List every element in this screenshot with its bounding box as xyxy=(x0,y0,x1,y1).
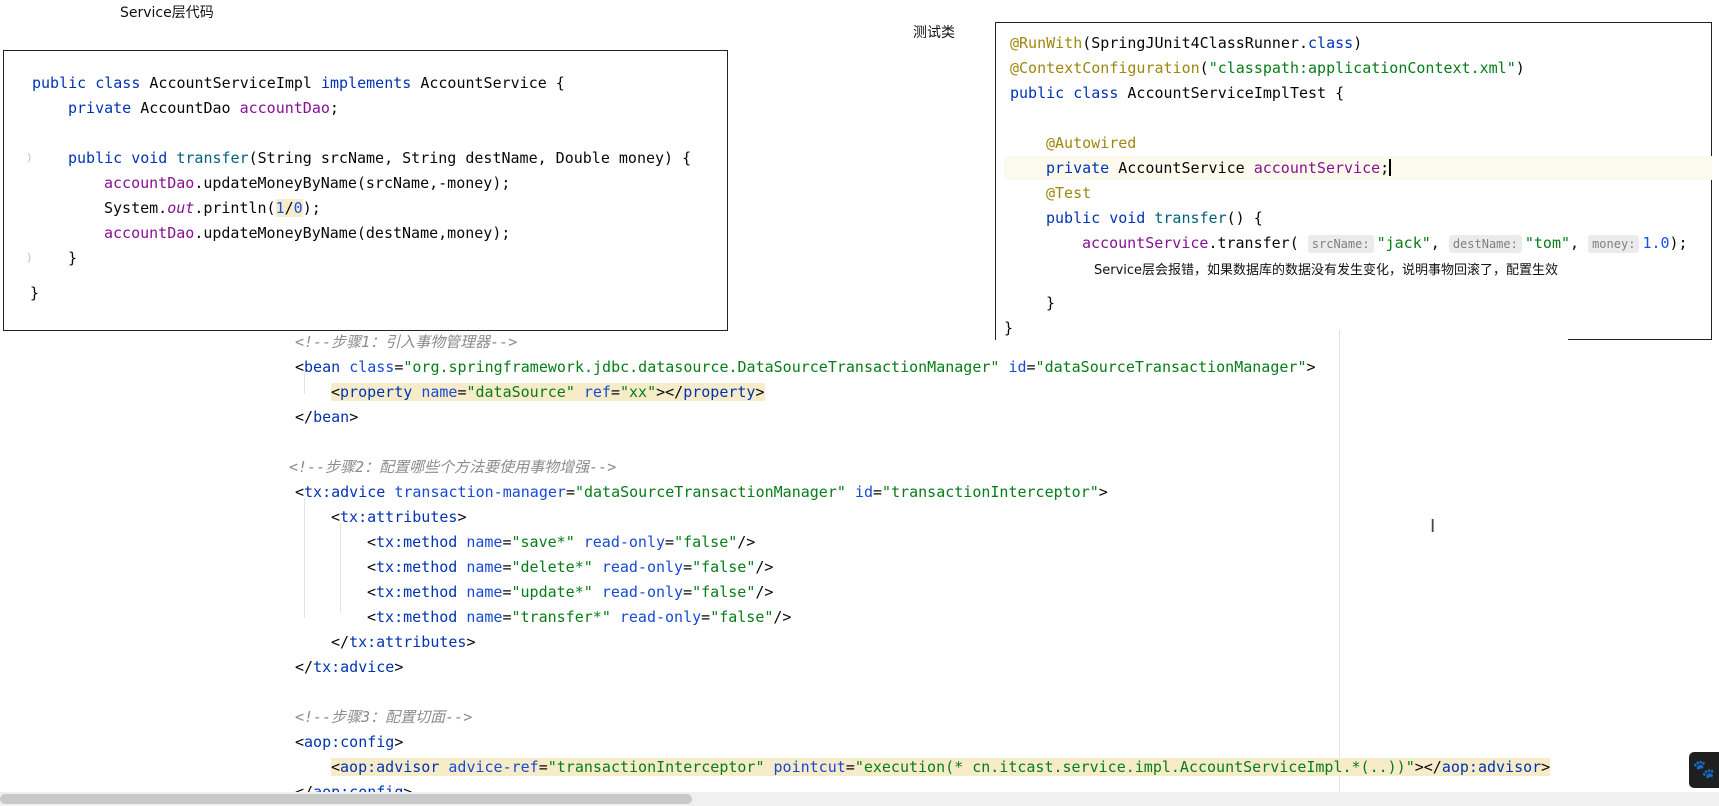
param-hint-destname: destName: xyxy=(1448,235,1522,253)
code-line: @Autowired xyxy=(1046,134,1137,152)
indent-guide xyxy=(304,372,305,394)
test-panel-bottom-border xyxy=(1568,339,1712,340)
code-line: public class AccountServiceImplTest { xyxy=(1010,84,1345,102)
xml-config-panel: <!--步骤1：引入事物管理器--> <bean class="org.spri… xyxy=(285,330,1575,801)
test-panel-bottom-border xyxy=(995,330,996,340)
code-line: @ContextConfiguration("classpath:applica… xyxy=(1010,59,1525,77)
cursor-ibeam-icon: I xyxy=(1430,516,1436,537)
fold-marker-icon[interactable]: ⟩ xyxy=(26,251,33,264)
text-caret xyxy=(1389,159,1391,176)
xml-method-delete: <tx:method name="delete*" read-only="fal… xyxy=(367,558,774,576)
code-line: accountDao.updateMoneyByName(destName,mo… xyxy=(104,224,511,242)
test-note: Service层会报错，如果数据库的数据没有发生变化，说明事物回滚了，配置生效 xyxy=(1094,263,1559,278)
fold-marker-icon[interactable]: ⟩ xyxy=(26,151,33,164)
code-line: accountService.transfer( srcName:"jack",… xyxy=(1082,234,1688,253)
xml-comment-2: <!--步骤2：配置哪些个方法要使用事物增强--> xyxy=(289,458,617,476)
test-class-label: 测试类 xyxy=(913,25,955,41)
code-line: } xyxy=(1046,294,1056,312)
code-line: @RunWith(SpringJUnit4ClassRunner.class) xyxy=(1010,34,1363,52)
code-line: } xyxy=(1004,319,1014,337)
xml-line: <tx:advice transaction-manager="dataSour… xyxy=(295,483,1108,501)
current-line-highlight xyxy=(1004,156,1712,180)
code-line: public void transfer() { xyxy=(1046,209,1263,227)
xml-line: <tx:attributes> xyxy=(331,508,467,526)
xml-method-transfer: <tx:method name="transfer*" read-only="f… xyxy=(367,608,792,626)
code-line: } xyxy=(68,249,78,267)
xml-comment-3: <!--步骤3：配置切面--> xyxy=(295,708,473,726)
xml-method-update: <tx:method name="update*" read-only="fal… xyxy=(367,583,774,601)
xml-line: </tx:advice> xyxy=(295,658,404,676)
scrollbar-thumb[interactable] xyxy=(0,794,692,804)
xml-comment-1: <!--步骤1：引入事物管理器--> xyxy=(295,333,518,351)
indent-guide xyxy=(340,523,341,613)
xml-line: <aop:config> xyxy=(295,733,404,751)
xml-method-save: <tx:method name="save*" read-only="false… xyxy=(367,533,756,551)
code-line: System.out.println(1/0); xyxy=(104,199,321,217)
paw-icon[interactable]: 🐾 xyxy=(1689,752,1719,788)
code-line: public void transfer(String srcName, Str… xyxy=(68,149,692,167)
code-line: } xyxy=(30,284,40,302)
code-line[interactable]: private AccountService accountService; xyxy=(1046,159,1391,177)
indent-guide xyxy=(304,498,305,618)
code-line: private AccountDao accountDao; xyxy=(68,99,339,117)
code-line: accountDao.updateMoneyByName(srcName,-mo… xyxy=(104,174,511,192)
xml-line: <aop:advisor advice-ref="transactionInte… xyxy=(331,758,1551,776)
param-hint-srcname: srcName: xyxy=(1307,235,1374,253)
service-code-panel: public class AccountServiceImpl implemen… xyxy=(3,50,728,331)
service-code-label: Service层代码 xyxy=(120,5,214,21)
param-hint-money: money: xyxy=(1588,235,1640,253)
xml-line: </tx:attributes> xyxy=(331,633,476,651)
test-class-panel: @RunWith(SpringJUnit4ClassRunner.class) … xyxy=(995,22,1712,340)
xml-line: <bean class="org.springframework.jdbc.da… xyxy=(295,358,1316,376)
xml-line: </bean> xyxy=(295,408,359,426)
code-line: public class AccountServiceImpl implemen… xyxy=(32,74,565,92)
horizontal-scrollbar[interactable] xyxy=(0,792,1719,806)
xml-line: <property name="dataSource" ref="xx"></p… xyxy=(331,383,765,401)
code-line: @Test xyxy=(1046,184,1092,202)
right-margin-guide xyxy=(1339,330,1340,792)
